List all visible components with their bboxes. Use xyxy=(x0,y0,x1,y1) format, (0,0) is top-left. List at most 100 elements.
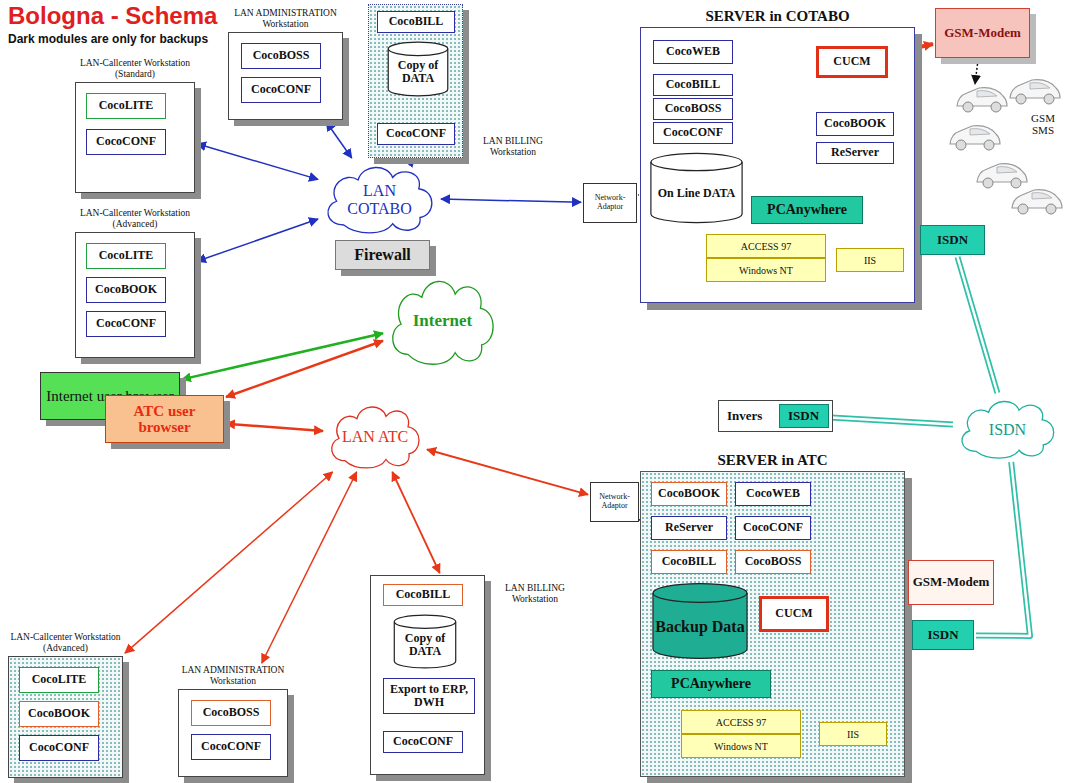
node-heading: LAN ADMINISTRATION Workstation xyxy=(228,8,343,30)
software-box: Windows NT xyxy=(681,734,801,758)
remote-access-box: PCAnywhere xyxy=(651,670,771,698)
car xyxy=(977,164,1027,188)
text-wrap: LAN ATC xyxy=(325,400,425,470)
text-wrap: Network-Adaptor xyxy=(584,184,636,222)
node-heading: SERVER in COTABO xyxy=(640,8,915,25)
text-wrap: Network-Adaptor xyxy=(591,483,638,521)
connector xyxy=(125,472,333,653)
node-label: CocoCONF xyxy=(96,135,156,148)
text-wrap: CocoBILL xyxy=(384,585,462,605)
software-box: IIS xyxy=(836,248,904,272)
text-wrap: CocoCONF xyxy=(384,732,462,752)
text-wrap: ReServer xyxy=(652,517,726,539)
sms-arrow xyxy=(975,60,978,84)
module-box: CocoBOOK xyxy=(816,112,894,136)
text-wrap: CocoBOSS xyxy=(242,44,320,68)
isdn-box: ISDN xyxy=(912,620,974,650)
gateway-box: CUCM xyxy=(759,596,829,632)
network-adaptor: Network-Adaptor xyxy=(590,482,639,522)
node-frame: CocoLITE CocoBOOK CocoCONF xyxy=(8,656,123,778)
text-wrap: ISDN xyxy=(921,226,984,254)
connector xyxy=(326,122,351,158)
text-wrap: CocoCONF xyxy=(87,312,165,336)
text-wrap: PCAnywhere xyxy=(752,197,862,223)
note-text: Dark modules are only for backups xyxy=(8,32,268,46)
database-cylinder: Copy of DATA xyxy=(387,41,449,97)
node-label: Network-Adaptor xyxy=(586,194,634,212)
workstation-box: LAN ADMINISTRATION WorkstationCocoBOSSCo… xyxy=(228,8,343,120)
workstation-box: LAN-Callcenter Workstation (Standard) Coc… xyxy=(75,58,195,193)
node-label: ISDN xyxy=(927,628,958,642)
module-box: CocoCONF xyxy=(735,516,811,540)
node-label: Internet xyxy=(413,312,472,331)
text-wrap: CocoCONF xyxy=(242,78,320,102)
node-label: CocoLITE xyxy=(32,673,87,686)
node-heading: LAN BILLING Workstation xyxy=(499,583,571,605)
module-box: CocoCONF xyxy=(383,731,463,753)
connector xyxy=(413,158,415,160)
node-label: ReServer xyxy=(831,146,879,159)
node-label: CocoLITE xyxy=(99,249,154,262)
node-label: CocoBILL xyxy=(662,555,717,568)
text-wrap: CocoWEB xyxy=(654,41,732,63)
node-label: CocoBOSS xyxy=(253,49,310,62)
node-label: CocoBOSS xyxy=(665,102,722,115)
node-heading: LAN-Callcenter Workstation (Standard) xyxy=(75,58,195,80)
module-box: Export to ERP, DWH xyxy=(383,678,475,714)
workstation-box: LAN-Callcenter Workstation (Advanced)Coc… xyxy=(75,208,195,358)
text-wrap: Backup Data xyxy=(651,582,749,660)
node-label: GSM-Modem xyxy=(913,575,990,589)
remote-access-box: PCAnywhere xyxy=(751,196,863,224)
text-wrap: Copy of DATA xyxy=(393,614,457,669)
module-box: CocoCONF xyxy=(241,77,321,103)
text-wrap: CocoBOOK xyxy=(652,483,726,505)
software-box: Windows NT xyxy=(706,258,826,282)
node-label: CocoCONF xyxy=(393,735,453,748)
node-label: PCAnywhere xyxy=(767,202,847,217)
text-wrap: ISDN xyxy=(780,405,828,427)
text-wrap: ACCESS 97 xyxy=(682,711,800,733)
isdn-terminal: InversISDN xyxy=(718,400,833,432)
node-heading: LAN BILLING Workstation xyxy=(477,136,549,158)
node-label: Copy of DATA xyxy=(395,632,455,658)
software-box: ACCESS 97 xyxy=(681,710,801,734)
text-wrap: CocoBILL xyxy=(652,551,726,573)
node-heading: LAN-Callcenter Workstation (Advanced) xyxy=(8,632,123,654)
module-box: CocoBOSS xyxy=(241,43,321,69)
connector xyxy=(427,450,588,495)
module-box: CocoCONF xyxy=(653,122,733,144)
text-wrap: CocoLITE xyxy=(87,94,165,118)
connector xyxy=(226,341,383,397)
isdn-box: ISDN xyxy=(920,225,985,255)
node-label: IIS xyxy=(847,729,859,740)
text-wrap: CocoBILL xyxy=(378,12,454,32)
network-cloud: Internet xyxy=(385,272,500,367)
network-adaptor: Network-Adaptor xyxy=(583,183,637,223)
firewall-box: Firewall xyxy=(335,240,430,270)
modem-box: GSM-Modem xyxy=(935,8,1030,58)
node-label: CocoBOOK xyxy=(824,117,886,130)
connector xyxy=(182,333,383,379)
node-label: LAN ATC xyxy=(342,428,408,446)
module-box: CocoCONF xyxy=(377,123,455,145)
connector xyxy=(441,199,581,202)
workstation-box: CocoBILL Copy of DATA Export to ERP, DWH Co… xyxy=(370,575,605,775)
node-label: On Line DATA xyxy=(658,187,736,200)
node-label: LAN COTABO xyxy=(336,182,423,217)
text-wrap: CocoBOOK xyxy=(87,278,165,302)
node-label: Backup Data xyxy=(655,618,744,636)
text-wrap: CocoBOOK xyxy=(20,702,98,726)
text-wrap: CocoCONF xyxy=(192,735,270,759)
node-label: CocoBOOK xyxy=(95,283,157,296)
node-heading: LAN ADMINISTRATION Workstation xyxy=(178,665,288,687)
node-frame: CocoBOSS CocoCONF xyxy=(228,32,343,120)
module-box: CocoBOSS xyxy=(191,700,271,726)
workstation-box: CocoBILL Copy of DATA CocoCONF LAN BILLING … xyxy=(368,4,598,158)
node-label: PCAnywhere xyxy=(671,676,751,691)
connector xyxy=(831,418,953,425)
text-wrap: ISDN xyxy=(913,621,973,649)
database-cylinder: On Line DATA xyxy=(649,152,744,224)
text-wrap: ISDN xyxy=(955,395,1060,460)
module-box: CocoCONF xyxy=(19,735,99,761)
database-cylinder: Copy of DATA xyxy=(393,614,457,669)
